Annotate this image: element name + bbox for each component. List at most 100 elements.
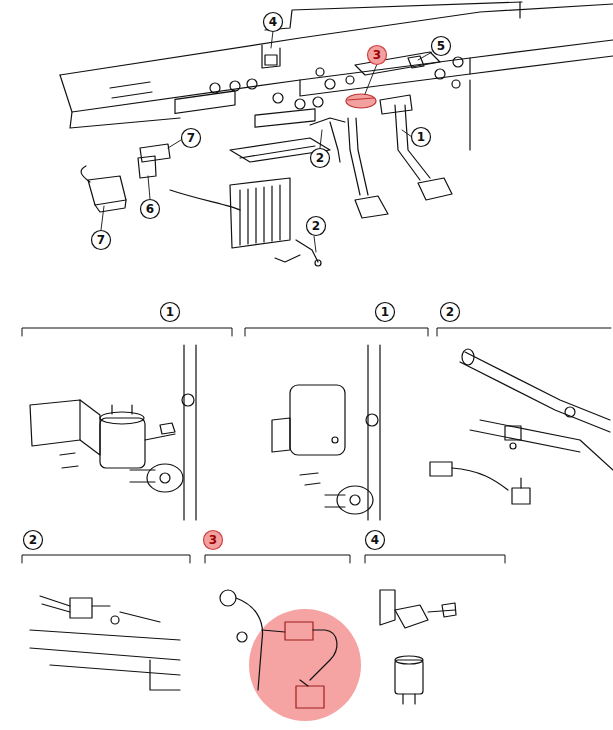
switch-detail bbox=[111, 616, 119, 624]
callout-circle bbox=[264, 13, 283, 32]
callout-circle bbox=[311, 149, 330, 168]
brake-switch-detail bbox=[462, 349, 474, 365]
pedals bbox=[230, 178, 290, 248]
connector-detail bbox=[285, 622, 313, 640]
callout-circle bbox=[432, 37, 451, 56]
callout-number: 1 bbox=[412, 128, 430, 146]
connector-detail bbox=[300, 680, 308, 686]
leader-lines bbox=[314, 236, 316, 252]
relay-detail bbox=[272, 345, 380, 520]
section-bracket bbox=[437, 328, 611, 336]
dashboard bbox=[452, 80, 460, 88]
callout-number: 5 bbox=[432, 37, 450, 55]
pedals bbox=[405, 105, 430, 178]
pedals bbox=[170, 190, 240, 210]
connector-detail bbox=[220, 590, 361, 721]
section-bracket bbox=[22, 555, 190, 563]
components bbox=[346, 94, 376, 108]
dashboard bbox=[60, 2, 613, 128]
relay-detail bbox=[403, 694, 415, 704]
relay-detail bbox=[442, 603, 456, 617]
connector-detail bbox=[249, 609, 361, 721]
relay-detail bbox=[182, 394, 194, 406]
callout-number: 7 bbox=[92, 231, 110, 249]
connector-detail bbox=[236, 598, 263, 690]
leader-lines bbox=[148, 176, 150, 199]
pedals bbox=[310, 118, 345, 125]
relay-detail bbox=[290, 385, 345, 455]
pedals bbox=[240, 185, 280, 245]
components bbox=[262, 45, 280, 68]
callout-number: 4 bbox=[264, 13, 282, 31]
leader-lines bbox=[168, 140, 181, 148]
callout-number: 2 bbox=[311, 149, 329, 167]
relay-detail bbox=[395, 605, 428, 628]
dashboard bbox=[453, 57, 463, 67]
components bbox=[275, 240, 318, 262]
pedals bbox=[330, 122, 340, 162]
relay-detail bbox=[380, 590, 395, 625]
connector-detail bbox=[237, 632, 247, 642]
dashboard bbox=[346, 76, 354, 84]
relay-detail bbox=[272, 418, 290, 452]
connector-detail bbox=[310, 630, 337, 680]
dashboard bbox=[273, 93, 283, 103]
relay-detail bbox=[366, 414, 378, 426]
callout-circle bbox=[307, 217, 326, 236]
dashboard bbox=[325, 79, 335, 89]
switch-detail bbox=[30, 596, 180, 690]
components bbox=[81, 166, 90, 182]
dashboard bbox=[175, 91, 235, 113]
brake-switch-detail bbox=[470, 420, 613, 470]
leader-lines bbox=[365, 64, 377, 94]
relay-detail bbox=[100, 418, 145, 468]
callout-number: 7 bbox=[182, 129, 200, 147]
dashboard bbox=[295, 99, 305, 109]
relay-detail bbox=[145, 434, 175, 440]
section-bracket bbox=[245, 328, 428, 336]
pedals bbox=[469, 80, 470, 150]
relay-detail bbox=[30, 400, 80, 446]
callout-circle bbox=[182, 129, 201, 148]
leader-lines bbox=[418, 52, 432, 60]
brake-switch-detail bbox=[452, 468, 508, 490]
brake-switch-detail bbox=[460, 362, 610, 432]
relay-detail bbox=[395, 660, 423, 694]
dashboard bbox=[265, 2, 522, 30]
components bbox=[88, 176, 126, 205]
brake-switch-detail bbox=[520, 478, 521, 488]
relay-detail bbox=[300, 473, 320, 485]
switch-detail bbox=[70, 598, 92, 618]
pedals bbox=[348, 118, 360, 195]
callout-circle bbox=[368, 46, 387, 65]
switch-detail bbox=[92, 605, 110, 606]
dashboard bbox=[110, 82, 150, 88]
connector-detail bbox=[262, 630, 285, 632]
relay-detail bbox=[337, 486, 373, 514]
connector-detail bbox=[220, 590, 236, 606]
switch-detail bbox=[150, 660, 180, 690]
section-bracket bbox=[22, 328, 232, 336]
components bbox=[95, 200, 126, 212]
dashboard bbox=[112, 92, 152, 98]
pedals bbox=[356, 118, 368, 195]
leader-lines bbox=[320, 130, 322, 148]
callout-circle bbox=[412, 128, 431, 147]
relay-detail bbox=[130, 470, 155, 482]
callout-circle bbox=[366, 531, 385, 550]
relay-detail bbox=[368, 345, 380, 520]
components bbox=[138, 156, 156, 178]
brake-switch-detail bbox=[510, 443, 516, 449]
dashboard bbox=[255, 109, 315, 127]
pedals bbox=[418, 178, 452, 200]
section-bracket bbox=[205, 555, 350, 563]
section-bracket bbox=[365, 555, 505, 563]
switch-detail bbox=[30, 630, 180, 675]
dashboard bbox=[519, 2, 520, 18]
connector-detail bbox=[296, 686, 324, 708]
leader-lines bbox=[101, 206, 104, 230]
pedals bbox=[355, 196, 388, 218]
callout-number: 3 bbox=[204, 531, 222, 549]
